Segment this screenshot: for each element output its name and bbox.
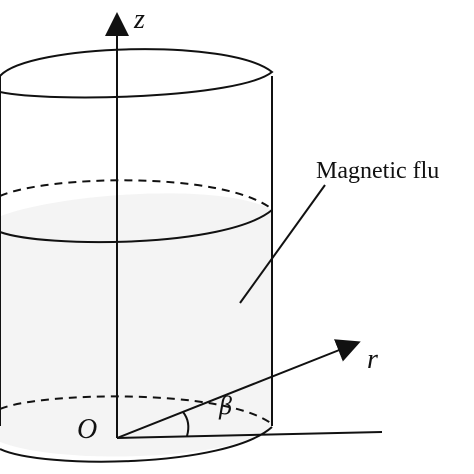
fluid-leader-line: [239, 184, 326, 304]
fluid-label: Magnetic flu: [316, 158, 439, 184]
origin-label: O: [77, 414, 97, 445]
angle-arc: [182, 411, 190, 437]
beta-label: β: [218, 391, 232, 420]
fluid-surface-front: [0, 209, 273, 244]
cylinder-bottom-rim-front: [0, 426, 273, 463]
r-axis-label: r: [367, 344, 378, 375]
cylinder-top-rim: [0, 48, 274, 99]
fluid-region: [0, 193, 272, 457]
z-axis-label: z: [133, 4, 145, 35]
r-axis: [116, 339, 361, 439]
x-axis-line: [116, 431, 383, 439]
